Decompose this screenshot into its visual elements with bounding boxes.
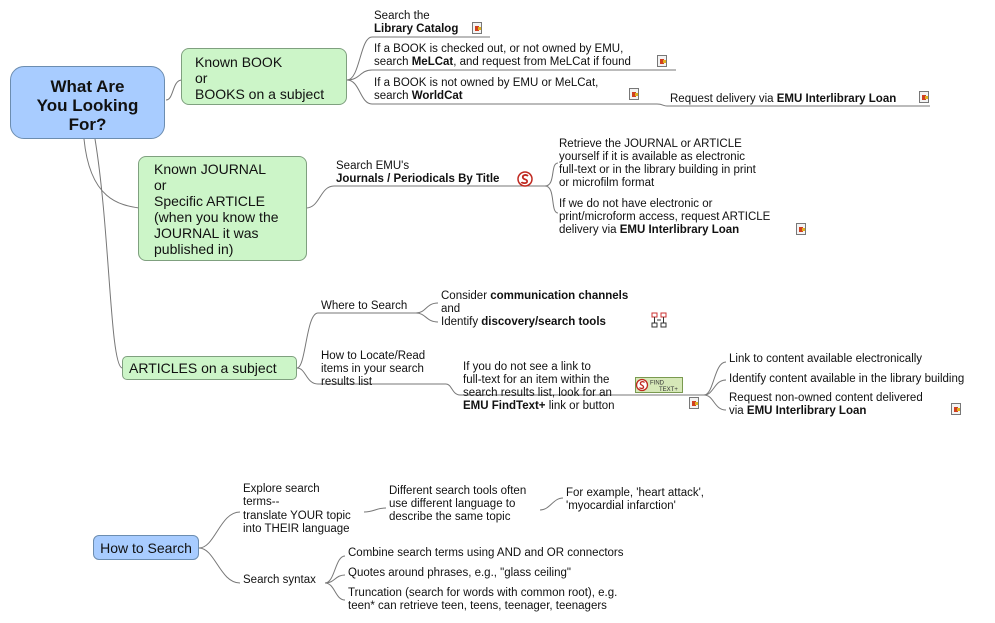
explore-line3: translate YOUR topic — [243, 510, 351, 522]
how-to-search-node[interactable]: How to Search — [93, 535, 199, 560]
retrieve-line2: yourself if it is available as electroni… — [559, 151, 745, 163]
where-line1: Consider communication channels — [441, 290, 628, 303]
syntax-truncation-line1: Truncation (search for words with common… — [348, 587, 618, 599]
findtext-logo-icon[interactable]: FIND TEXT+ — [635, 377, 683, 393]
tools-line2: use different language to — [389, 498, 516, 510]
melcat-link[interactable]: MeLCat — [411, 56, 454, 68]
journal-line3: Specific ARTICLE — [154, 193, 266, 209]
root-node[interactable]: What Are You Looking For? — [10, 66, 165, 139]
worldcat-line2: search WorldCat — [374, 90, 463, 103]
document-icon[interactable] — [919, 91, 929, 103]
where-line3: Identify discovery/search tools — [441, 316, 606, 329]
journal-line4: (when you know the — [154, 209, 279, 225]
outcome-identify-building: Identify content available in the librar… — [729, 373, 965, 385]
known-book-line2: or — [195, 70, 208, 86]
findtext-detail-line2: full-text for an item within the — [463, 374, 610, 386]
example-line1: For example, 'heart attack', — [566, 487, 704, 499]
document-icon[interactable] — [951, 403, 961, 415]
where-line2: and — [441, 303, 461, 315]
findtext-logo-text-top: FIND — [650, 381, 665, 387]
book-ill-pre: Request delivery via — [670, 93, 777, 105]
root-label-line1: What Are — [50, 77, 125, 96]
journal-request-line2: print/microform access, request ARTICLE — [559, 211, 771, 223]
where-line1-pre: Consider — [441, 290, 491, 302]
retrieve-line1: Retrieve the JOURNAL or ARTICLE — [559, 138, 742, 150]
journal-line6: published in) — [154, 241, 234, 257]
journal-line1: Known JOURNAL — [154, 161, 267, 177]
findtext-detail-line1: If you do not see a link to — [463, 361, 591, 373]
outcome-request-pre: via — [729, 405, 747, 417]
how-to-search-label: How to Search — [100, 540, 192, 556]
document-icon[interactable] — [472, 22, 482, 34]
retrieve-line4: or microfilm format — [559, 177, 655, 189]
worldcat-line1: If a BOOK is not owned by EMU or MeLCat, — [374, 77, 599, 89]
journal-search-line1: Search EMU's — [336, 160, 410, 172]
document-icon[interactable] — [629, 88, 639, 100]
book-ill-request: Request delivery via EMU Interlibrary Lo… — [670, 93, 896, 106]
tools-line1: Different search tools often — [389, 485, 527, 497]
known-book-line3: BOOKS on a subject — [195, 86, 325, 102]
sfx-logo-icon[interactable] — [517, 171, 533, 187]
root-label-line3: For? — [68, 115, 107, 134]
journal-ill-link[interactable]: EMU Interlibrary Loan — [619, 224, 740, 236]
melcat-line2: search MeLCat, and request from MeLCat i… — [374, 56, 631, 69]
outcome-request-line1: Request non-owned content delivered — [729, 392, 923, 404]
syntax-truncation-line2: teen* can retrieve teen, teens, teenager… — [348, 600, 607, 612]
melcat-line1: If a BOOK is checked out, or not owned b… — [374, 43, 624, 55]
explore-line1: Explore search — [243, 483, 320, 495]
tools-line3: describe the same topic — [389, 511, 511, 523]
explore-line4: into THEIR language — [243, 523, 350, 535]
journals-by-title-link[interactable]: Journals / Periodicals By Title — [336, 173, 500, 185]
worldcat-link[interactable]: WorldCat — [411, 90, 463, 102]
discovery-tools-link[interactable]: discovery/search tools — [481, 316, 606, 328]
book-ill-link[interactable]: EMU Interlibrary Loan — [776, 93, 897, 105]
outcome-link-electronic: Link to content available electronically — [729, 353, 923, 365]
melcat-pre: search — [374, 56, 412, 68]
where-line3-pre: Identify — [441, 316, 482, 328]
journal-line5: JOURNAL it was — [154, 225, 259, 241]
journal-request-pre: delivery via — [559, 224, 620, 236]
how-locate-line1: How to Locate/Read — [321, 350, 426, 362]
root-label-line2: You Looking — [36, 96, 139, 115]
articles-label: ARTICLES on a subject — [129, 360, 277, 376]
where-to-search: Where to Search — [321, 300, 408, 312]
findtext-detail-line3: search results list, look for an — [463, 387, 612, 399]
articles-ill-link[interactable]: EMU Interlibrary Loan — [746, 405, 867, 417]
document-icon[interactable] — [796, 223, 806, 235]
findtext-link[interactable]: EMU FindText+ — [463, 400, 546, 412]
melcat-post: , and request from MeLCat if found — [453, 56, 631, 68]
search-syntax: Search syntax — [243, 574, 316, 586]
outcome-request-line2: via EMU Interlibrary Loan — [729, 405, 866, 418]
network-chart-icon[interactable] — [651, 312, 667, 328]
retrieve-line3: full-text or in the library building in … — [559, 164, 756, 176]
known-journal-node[interactable]: Known JOURNAL or Specific ARTICLE (when … — [138, 156, 307, 261]
syntax-combine: Combine search terms using AND and OR co… — [348, 547, 624, 559]
communication-channels-link[interactable]: communication channels — [490, 290, 629, 302]
journal-request-line3: delivery via EMU Interlibrary Loan — [559, 224, 739, 237]
document-icon[interactable] — [657, 55, 667, 67]
known-book-line1: Known BOOK — [195, 54, 283, 70]
journal-request-line1: If we do not have electronic or — [559, 198, 713, 210]
findtext-logo-text-bottom: TEXT+ — [659, 387, 678, 393]
worldcat-pre: search — [374, 90, 412, 102]
syntax-quotes: Quotes around phrases, e.g., "glass ceil… — [348, 567, 571, 579]
document-icon[interactable] — [689, 397, 699, 409]
findtext-post: link or button — [545, 400, 615, 412]
articles-node[interactable]: ARTICLES on a subject — [122, 356, 297, 380]
how-locate-line3: results list — [321, 376, 373, 388]
known-book-node[interactable]: Known BOOK or BOOKS on a subject — [181, 48, 347, 105]
how-locate-line2: items in your search — [321, 363, 424, 375]
findtext-detail-line4: EMU FindText+ link or button — [463, 400, 615, 413]
catalog-line1: Search the — [374, 10, 430, 22]
explore-line2: terms-- — [243, 496, 280, 508]
catalog-link[interactable]: Library Catalog — [374, 23, 459, 35]
journal-line2: or — [154, 177, 167, 193]
example-line2: 'myocardial infarction' — [566, 500, 676, 512]
